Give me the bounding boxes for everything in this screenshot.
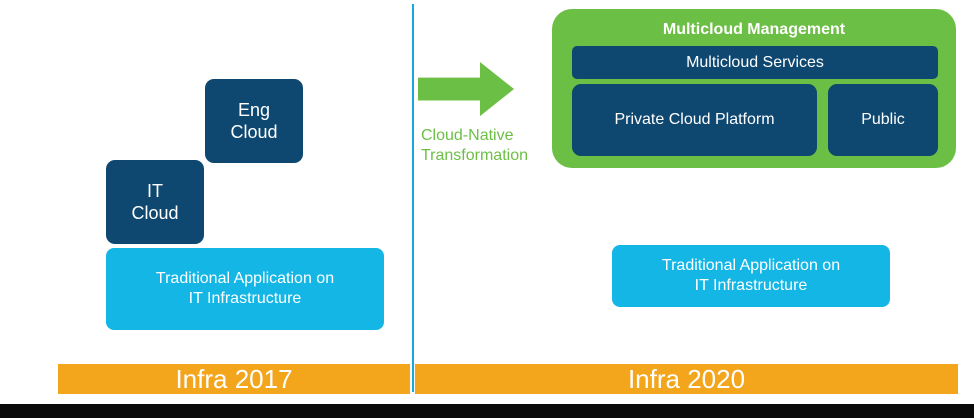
section-divider bbox=[412, 4, 414, 392]
bottom-strip bbox=[0, 404, 974, 418]
multicloud-services-label: Multicloud Services bbox=[686, 53, 824, 71]
multicloud-services-box: Multicloud Services bbox=[572, 46, 938, 79]
transformation-arrow-icon bbox=[418, 62, 514, 116]
private-cloud-platform-label: Private Cloud Platform bbox=[614, 111, 775, 128]
eng-cloud-box: Eng Cloud bbox=[205, 79, 303, 163]
public-cloud-box: Public bbox=[828, 84, 938, 156]
traditional-app-label-2017: Traditional Application on IT Infrastruc… bbox=[155, 270, 335, 307]
it-cloud-box: IT Cloud bbox=[106, 160, 204, 244]
traditional-app-box-2020: Traditional Application on IT Infrastruc… bbox=[612, 245, 890, 307]
eng-cloud-label: Eng Cloud bbox=[230, 100, 278, 142]
private-cloud-platform-box: Private Cloud Platform bbox=[572, 84, 817, 156]
traditional-app-label-2020: Traditional Application on IT Infrastruc… bbox=[661, 257, 841, 294]
year-bar-2017: Infra 2017 bbox=[58, 364, 410, 394]
year-bar-2020: Infra 2020 bbox=[415, 364, 958, 394]
multicloud-management-title: Multicloud Management bbox=[662, 21, 846, 38]
traditional-app-box-2017: Traditional Application on IT Infrastruc… bbox=[106, 248, 384, 330]
public-cloud-label: Public bbox=[861, 111, 905, 128]
it-cloud-label: IT Cloud bbox=[131, 181, 179, 223]
transformation-label: Cloud-Native Transformation bbox=[421, 127, 528, 164]
